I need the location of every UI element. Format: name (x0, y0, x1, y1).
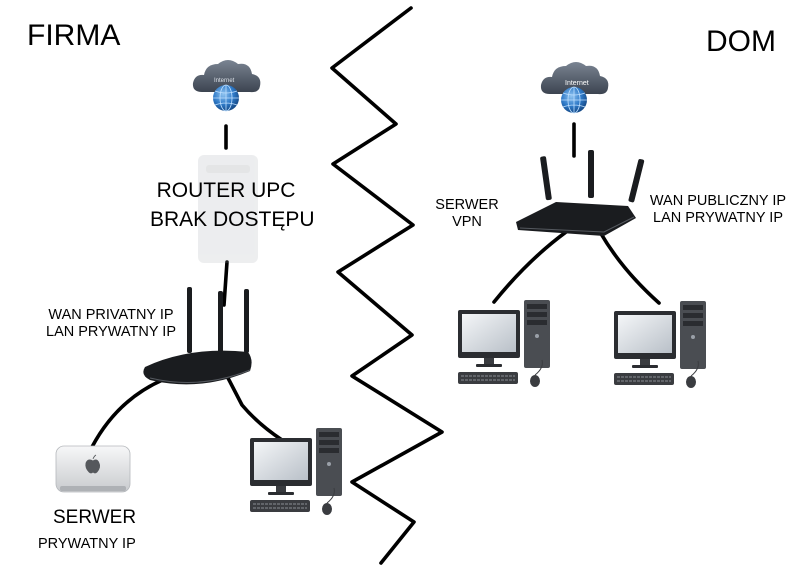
right-router-line2: LAN PRYWATNY IP (653, 210, 783, 227)
cable-modem-icon (198, 155, 258, 263)
left-internet-cloud-icon (192, 59, 261, 112)
right-router-line1: WAN PUBLICZNY IP (649, 193, 787, 209)
right-desktop-computer-icon-1 (457, 299, 551, 388)
server-sub-label: PRYWATNY IP (38, 536, 136, 552)
line-left-modem-router (222, 260, 229, 307)
right-cloud-label: Internet (565, 80, 589, 87)
vpn-server-label: SERWER VPN (432, 197, 502, 232)
vpn-line1: SERWER (435, 197, 499, 213)
router-upc-line1: ROUTER UPC (156, 179, 296, 202)
left-router-line2: LAN PRYWATNY IP (46, 324, 176, 341)
left-cloud-label: Internet (214, 78, 235, 84)
right-wifi-router-icon (516, 150, 645, 236)
line-left-router-desktop (226, 376, 284, 442)
mac-mini-icon (55, 445, 131, 493)
line-left-router-mac (90, 376, 169, 449)
zigzag-divider (330, 6, 444, 565)
right-router-label: WAN PUBLICZNY IP LAN PRYWATNY IP (644, 193, 792, 228)
vpn-line2: VPN (452, 214, 482, 231)
right-title: DOM (706, 25, 776, 58)
server-label: SERWER (53, 507, 137, 528)
router-upc-label: ROUTER UPC BRAK DOSTĘPU (150, 178, 315, 232)
left-wifi-router-icon (143, 287, 252, 385)
left-router-line1: WAN PRIVATNY IP (48, 307, 174, 323)
line-right-router-desktop2 (598, 230, 661, 305)
left-title: FIRMA (27, 19, 121, 52)
router-upc-line2: BRAK DOSTĘPU (150, 208, 315, 232)
left-desktop-computer-icon (249, 427, 343, 516)
line-right-router-desktop1 (492, 230, 568, 304)
right-internet-cloud-icon (540, 61, 609, 114)
right-desktop-computer-icon-2 (613, 300, 707, 389)
left-router-label: WAN PRIVATNY IP LAN PRYWATNY IP (40, 307, 182, 342)
